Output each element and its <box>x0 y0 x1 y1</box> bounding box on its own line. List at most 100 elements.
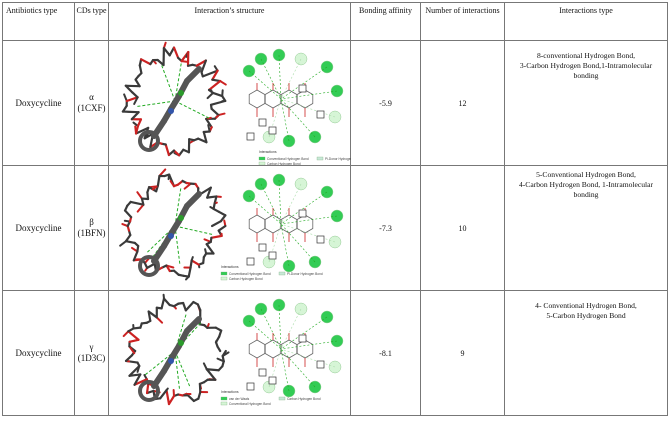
count-cell: 10 <box>420 165 505 291</box>
legend-title: Interactions <box>221 265 239 269</box>
bond-stick <box>134 124 140 135</box>
interaction-line <box>268 98 282 138</box>
legend-swatch <box>220 401 228 406</box>
ligand-bond <box>184 66 202 84</box>
bond-stick <box>156 174 161 187</box>
atom <box>168 233 174 239</box>
types-line: 5-Carbon Hydrogen Bond <box>546 311 626 320</box>
bond-stick <box>133 378 148 386</box>
header-itype: Interactions type <box>504 2 668 41</box>
interaction-line <box>278 179 282 225</box>
interaction-line <box>248 195 282 225</box>
bond-stick <box>211 69 219 81</box>
interaction-line <box>280 215 338 225</box>
legend-swatch <box>258 156 266 161</box>
atom <box>178 340 184 346</box>
atom <box>178 215 184 221</box>
interaction-line <box>248 320 282 350</box>
interaction-line <box>248 70 282 100</box>
results-table: Antibiotics type CDs type Interaction’s … <box>2 2 668 416</box>
bond-stick <box>205 243 215 255</box>
3d-complex <box>121 41 227 157</box>
bond-stick <box>128 338 140 343</box>
bond-stick <box>213 195 218 205</box>
bond-stick <box>168 46 176 57</box>
legend-title: Interactions <box>221 390 239 394</box>
2d-diagram <box>242 298 344 398</box>
cd-symbol: γ <box>89 342 94 352</box>
ring <box>248 89 266 109</box>
bond-stick <box>207 79 222 92</box>
cd-code: (1BFN) <box>77 228 106 238</box>
bond-stick <box>136 203 145 213</box>
residue-box <box>316 360 325 369</box>
bond-stick <box>128 373 142 377</box>
bond-stick <box>128 364 141 377</box>
bond-stick <box>134 126 150 135</box>
cd-code: (1CXF) <box>77 103 106 113</box>
types-cell: 5-Conventional Hydrogen Bond, 4-Carbon H… <box>504 165 668 291</box>
residue-box <box>246 132 255 141</box>
bond-stick <box>210 234 223 239</box>
legend-label: Pi-Donor Hydrogen Bond <box>325 157 351 161</box>
bond-stick <box>124 233 132 243</box>
bond-stick <box>182 301 187 312</box>
bond-stick <box>201 69 219 78</box>
ring <box>280 339 298 359</box>
interaction-line <box>278 304 282 350</box>
bond-stick <box>146 191 150 201</box>
residue-box <box>298 84 307 93</box>
bond-stick <box>202 130 208 144</box>
residue-box <box>258 368 267 377</box>
count-cell: 9 <box>420 290 505 416</box>
bond-stick <box>211 91 224 98</box>
interaction-line <box>268 348 282 388</box>
bond-stick <box>123 209 133 219</box>
header-antibiotics: Antibiotics type <box>2 2 75 41</box>
cd-code: (1D3C) <box>77 353 106 363</box>
legend-title: Interactions <box>259 150 277 154</box>
bond-stick <box>216 357 225 363</box>
hbond-line <box>174 100 211 120</box>
legend-label: van der Waals <box>229 397 250 401</box>
interaction-line <box>280 316 328 350</box>
ligand-3d <box>138 66 202 152</box>
bond-stick <box>133 96 139 105</box>
bond-stick <box>124 354 134 363</box>
count-cell: 12 <box>420 40 505 166</box>
bond-stick <box>195 59 207 67</box>
legend-swatch <box>278 396 286 401</box>
bond-stick <box>155 316 164 324</box>
types-cell: 4- Conventional Hydrogen Bond, 5-Carbon … <box>504 290 668 416</box>
interaction-line <box>280 66 328 100</box>
ring <box>264 214 282 234</box>
hbond-line <box>135 100 176 108</box>
legend-swatch <box>220 396 228 401</box>
legend-swatch <box>220 276 228 281</box>
hbond-line <box>174 350 181 391</box>
affinity-cell: -5.9 <box>350 40 421 166</box>
cd-type-cell: α(1CXF) <box>74 40 109 166</box>
bond-stick <box>130 111 140 121</box>
interaction-line <box>280 58 302 100</box>
bond-stick <box>210 107 220 117</box>
residue-box <box>246 382 255 391</box>
cd-symbol: α <box>89 92 94 102</box>
interaction-line <box>280 348 290 392</box>
bond-stick <box>197 390 202 400</box>
types-line: bonding <box>573 71 599 80</box>
affinity-cell: -7.3 <box>350 165 421 291</box>
ring <box>264 89 282 109</box>
ring <box>280 89 298 109</box>
bond-stick <box>132 250 139 262</box>
ring <box>264 339 282 359</box>
bond-stick <box>134 78 141 88</box>
bond-stick <box>147 310 158 319</box>
bond-stick <box>190 259 200 266</box>
hbond-line <box>174 350 191 389</box>
